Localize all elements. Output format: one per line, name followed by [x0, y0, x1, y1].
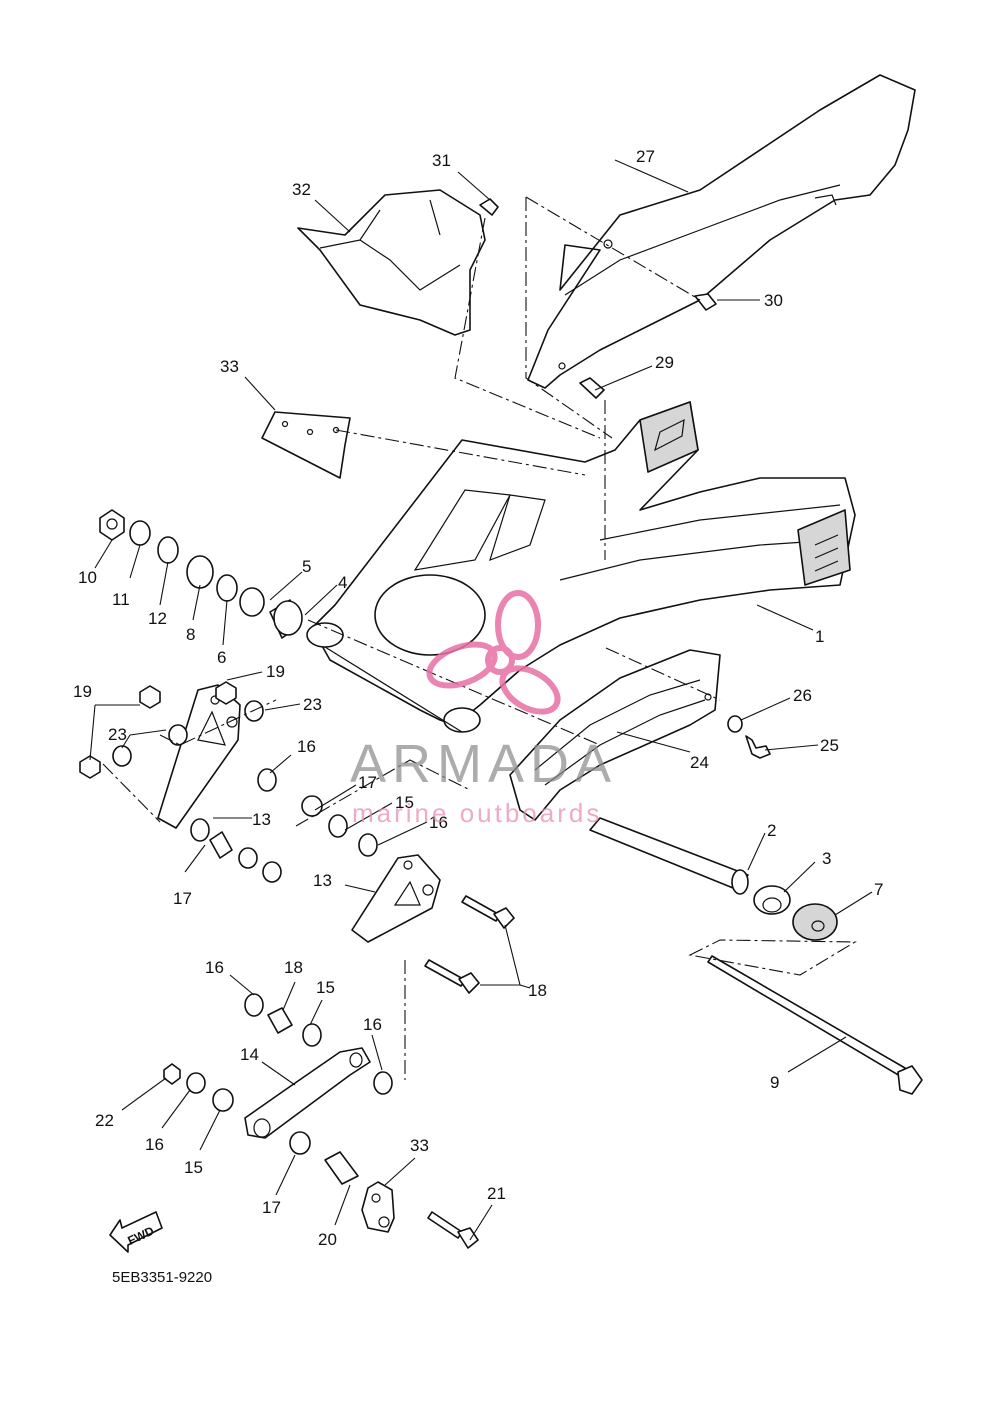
callout-16-d: 16: [363, 1015, 382, 1034]
callout-11: 11: [112, 590, 130, 609]
callout-15-c: 15: [184, 1158, 203, 1177]
callout-14: 14: [240, 1045, 259, 1064]
pivot-bolt-part: [707, 955, 923, 1095]
relay-arm-bolts-part: [424, 895, 515, 994]
callout-17-c: 18: [284, 958, 303, 977]
bolt-21-part: [427, 1211, 479, 1249]
propeller-logo-icon: [426, 590, 561, 715]
callout-32: 33: [220, 357, 239, 376]
connecting-rod-part: [244, 1047, 371, 1139]
callout-16-e: 16: [145, 1135, 164, 1154]
callout-labels: 1 2 3 7 9 4 5 6 8 12 11 10 19 19 23 23 1…: [73, 147, 883, 1249]
bearing-part: [753, 885, 791, 915]
callout-17-a: 17: [358, 773, 377, 792]
callout-31: 31: [432, 151, 451, 170]
watermark-title: ARMADA: [350, 734, 617, 794]
callout-19-a: 19: [266, 662, 285, 681]
callout-15-b: 15: [316, 978, 335, 997]
callout-20: 20: [318, 1230, 337, 1249]
diagram-part-code: 5EB3351-9220: [112, 1269, 212, 1286]
callout-3: 3: [822, 849, 831, 868]
linkage-hardware: [79, 681, 393, 1185]
callout-12: 12: [148, 609, 167, 628]
callout-16-a: 16: [297, 737, 316, 756]
callout-17-b: 17: [173, 889, 192, 908]
callout-25: 25: [820, 736, 839, 755]
callout-18: 18: [528, 981, 547, 1000]
callout-leaders: [89, 159, 873, 1241]
watermark-subtitle: marine outboards: [352, 798, 602, 828]
collar-part: [792, 903, 838, 941]
swingarm-part: [306, 401, 856, 733]
pivot-hardware-stack: [99, 509, 303, 639]
callout-13-a: 13: [252, 810, 271, 829]
forward-direction-arrow-icon: FWD: [109, 1211, 163, 1253]
callout-24: 24: [690, 753, 709, 772]
relay-arm-lower-part: [351, 854, 441, 943]
callout-23-a: 23: [303, 695, 322, 714]
callout-4: 4: [338, 573, 347, 592]
watermark: ARMADA marine outboards: [350, 590, 617, 828]
callout-8: 8: [186, 625, 195, 644]
callout-9: 9: [770, 1073, 779, 1092]
callout-16-f: 17: [262, 1198, 281, 1217]
upper-cover-part: [297, 189, 486, 336]
callout-15-a: 15: [395, 793, 414, 812]
callout-19-b: 19: [73, 682, 92, 701]
callout-22: 22: [95, 1111, 114, 1130]
callout-26: 26: [793, 686, 812, 705]
callout-2: 2: [767, 821, 776, 840]
small-fasteners: [479, 198, 771, 759]
callout-5: 5: [302, 557, 311, 576]
callout-7: 7: [874, 880, 883, 899]
callout-13-b: 13: [313, 871, 332, 890]
pivot-collar-part: [589, 817, 749, 895]
protector-plate-part: [261, 411, 351, 479]
callout-21: 21: [487, 1184, 506, 1203]
callout-16-c: 16: [205, 958, 224, 977]
chain-case-part: [527, 74, 916, 389]
relay-arm-upper-part: [157, 684, 241, 829]
callout-27: 27: [636, 147, 655, 166]
callout-33: 33: [410, 1136, 429, 1155]
callout-29: 30: [764, 291, 783, 310]
callout-10: 10: [78, 568, 97, 587]
callout-1: 1: [815, 627, 824, 646]
callout-23-b: 23: [108, 725, 127, 744]
callout-30: 32: [292, 180, 311, 199]
callout-6: 6: [217, 648, 226, 667]
bracket-part: [361, 1181, 395, 1233]
callout-28: 29: [655, 353, 674, 372]
callout-16-b: 16: [429, 813, 448, 832]
chain-guard-part: [509, 649, 721, 821]
